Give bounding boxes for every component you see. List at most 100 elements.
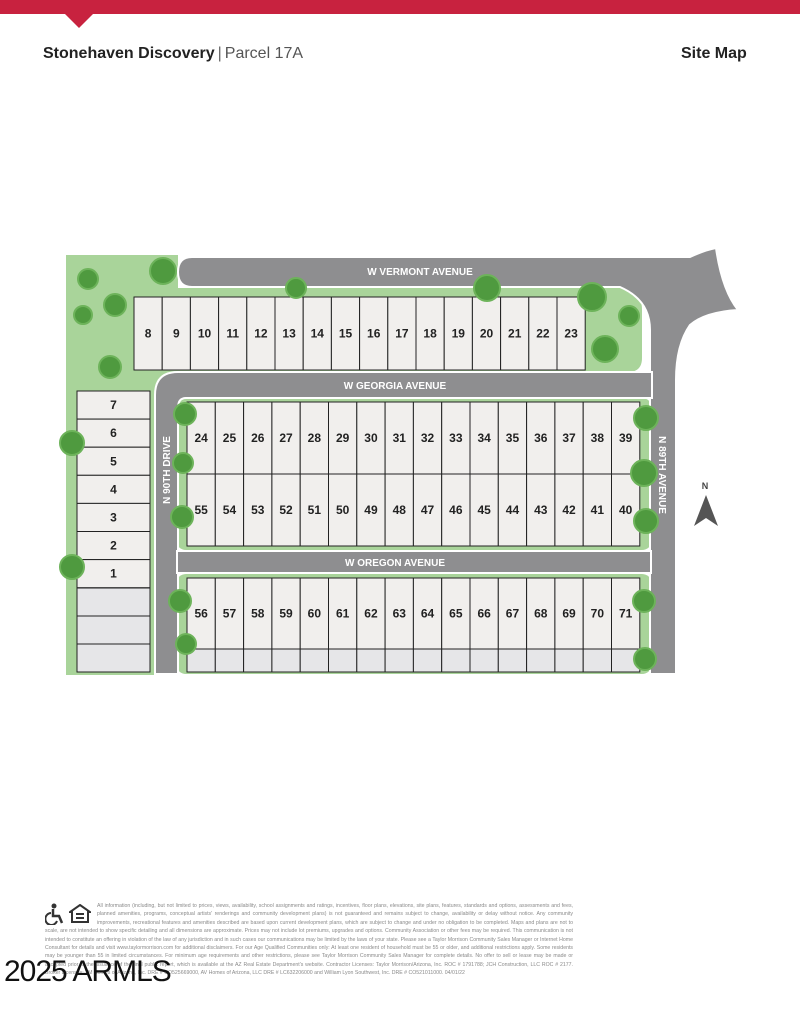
lot-number: 39	[619, 431, 633, 445]
site-map-label: Site Map	[681, 45, 747, 62]
disclaimer-text: All information (including, but not limi…	[45, 903, 573, 977]
lot-31: 31	[384, 401, 414, 475]
page-title: Stonehaven Discovery|Parcel 17A	[43, 45, 303, 63]
north-arrow: N	[694, 481, 718, 526]
street-labels: W VERMONT AVENUE W GEORGIA AVENUE W OREG…	[162, 267, 667, 569]
lot-number: 56	[194, 607, 208, 621]
lot-11: 11	[218, 296, 248, 371]
lot-69: 69	[554, 577, 584, 650]
lot-10: 10	[189, 296, 220, 371]
lot-47: 47	[412, 473, 443, 547]
north-arrow-icon	[694, 495, 718, 526]
tree-icon	[630, 459, 658, 487]
lot-number: 64	[421, 607, 435, 621]
lot-54: 54	[214, 473, 245, 547]
lot-34: 34	[469, 401, 499, 475]
lot-68: 68	[526, 577, 556, 650]
north-label: N	[702, 481, 709, 491]
lot-64: 64	[412, 577, 443, 650]
lot-17: 17	[387, 296, 417, 371]
lot-blank	[243, 648, 273, 673]
lot-4: 4	[76, 474, 151, 504]
lot-number: 51	[308, 503, 322, 517]
lot-22: 22	[528, 296, 558, 371]
lot-number: 25	[223, 431, 237, 445]
lot-50: 50	[328, 473, 358, 547]
lot-number: 24	[194, 431, 208, 445]
lot-number: 19	[452, 327, 466, 341]
tree-icon	[577, 282, 607, 312]
lot-number: 68	[534, 607, 548, 621]
lot-67: 67	[497, 577, 528, 650]
disclaimer-block: All information (including, but not limi…	[45, 902, 573, 978]
lot-6: 6	[76, 418, 151, 448]
lot-number: 6	[110, 426, 117, 440]
lot-19: 19	[443, 296, 473, 371]
lot-number: 54	[223, 503, 237, 517]
lot-blank	[328, 648, 358, 673]
lot-46: 46	[441, 473, 471, 547]
lot-26: 26	[243, 401, 273, 475]
lot-number: 71	[619, 607, 633, 621]
lot-number: 67	[506, 607, 520, 621]
equal-housing-icon	[69, 904, 91, 923]
accessibility-icon	[45, 903, 64, 925]
lot-63: 63	[384, 577, 414, 650]
lot-30: 30	[356, 401, 386, 475]
lot-16: 16	[359, 296, 389, 371]
lot-number: 2	[110, 539, 117, 553]
lot-number: 32	[421, 431, 435, 445]
lot-blank	[384, 648, 414, 673]
lot-59: 59	[271, 577, 301, 650]
lot-23: 23	[556, 296, 586, 371]
lot-number: 31	[393, 431, 407, 445]
lot-number: 20	[480, 327, 494, 341]
lot-blank	[76, 615, 151, 645]
lot-number: 11	[226, 327, 239, 341]
lot-number: 4	[110, 482, 117, 496]
lot-12: 12	[246, 296, 276, 371]
lot-number: 58	[251, 607, 265, 621]
lot-65: 65	[441, 577, 471, 650]
lot-number: 46	[449, 503, 463, 517]
lot-number: 53	[251, 503, 265, 517]
lot-number: 22	[536, 327, 550, 341]
lot-33: 33	[441, 401, 471, 475]
lot-number: 45	[477, 503, 491, 517]
lot-blank	[526, 648, 556, 673]
tree-icon	[591, 335, 619, 363]
lot-41: 41	[582, 473, 613, 547]
lot-number: 16	[367, 327, 381, 341]
lot-blank	[469, 648, 499, 673]
tree-icon	[632, 589, 656, 613]
tree-icon	[98, 355, 122, 379]
tree-icon	[618, 305, 640, 327]
lot-2: 2	[76, 531, 151, 561]
lot-number: 44	[506, 503, 520, 517]
parcel-name: Parcel 17A	[224, 45, 304, 62]
lot-number: 28	[308, 431, 322, 445]
lot-number: 55	[194, 503, 208, 517]
lot-number: 14	[311, 327, 325, 341]
lot-number: 37	[562, 431, 576, 445]
lot-number: 8	[145, 327, 152, 341]
tree-icon	[473, 274, 501, 302]
community-name: Stonehaven Discovery	[43, 45, 215, 62]
lot-35: 35	[497, 401, 528, 475]
lot-number: 36	[534, 431, 548, 445]
lot-42: 42	[554, 473, 584, 547]
lot-44: 44	[497, 473, 528, 547]
lot-number: 41	[591, 503, 605, 517]
lot-number: 59	[279, 607, 293, 621]
lot-number: 62	[364, 607, 378, 621]
lot-27: 27	[271, 401, 301, 475]
brand-notch	[65, 14, 93, 28]
street-label-w-georgia-avenue: W GEORGIA AVENUE	[344, 381, 447, 392]
tree-icon	[633, 508, 659, 534]
lot-58: 58	[243, 577, 273, 650]
tree-icon	[59, 430, 85, 456]
lot-number: 26	[251, 431, 265, 445]
lot-number: 12	[254, 327, 268, 341]
street-label-n-89th-avenue: N 89TH AVENUE	[656, 436, 667, 514]
